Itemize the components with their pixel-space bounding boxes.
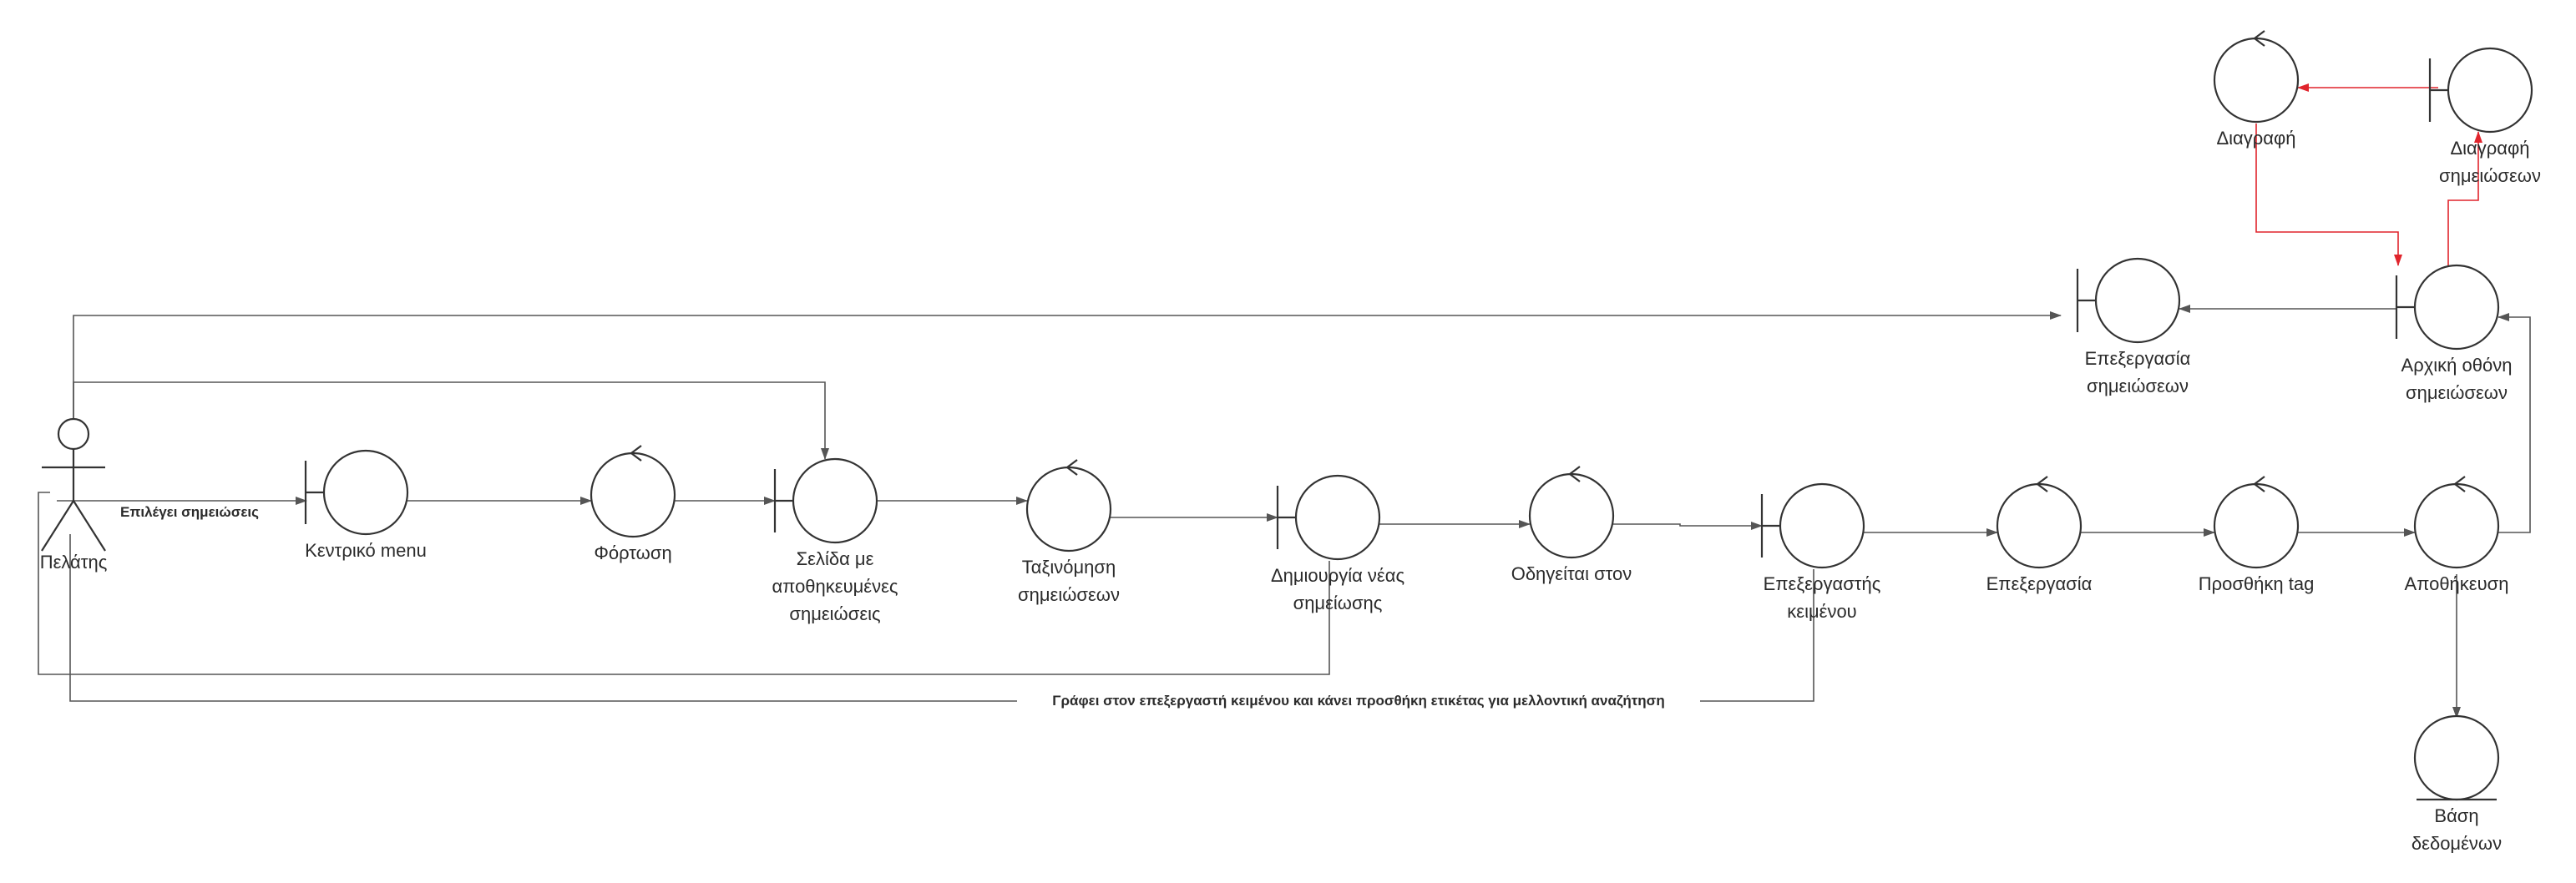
control-circle [1996, 482, 2083, 569]
edge-label-writes-in-editor: Γράφει στον επεξεργαστή κειμένου και κάν… [1052, 693, 1664, 709]
control-arrow [1065, 459, 1078, 476]
node-label: Επεξεργασία [1986, 573, 2093, 594]
control-arrow [2453, 476, 2466, 492]
node-label: Αρχική οθόνη [2401, 355, 2513, 376]
boundary-bar [304, 461, 324, 524]
node-label: δεδομένων [2412, 833, 2502, 854]
node-label: σημειώσεων [1018, 584, 1120, 605]
boundary-circle [1779, 482, 1865, 569]
node-database[interactable]: Βάση δεδομένων [2412, 714, 2502, 854]
edge-actor-to-edit-notes [73, 311, 2062, 419]
node-label: Κεντρικό menu [305, 540, 427, 561]
node-label: Επεξεργασία [2085, 348, 2191, 369]
node-sort-notes[interactable]: Ταξινόμηση σημειώσεων [1018, 459, 1120, 605]
node-label: Σελίδα με [797, 548, 874, 569]
node-notes-home[interactable]: Αρχική οθόνη σημειώσεων [2395, 264, 2513, 403]
control-circle [2213, 482, 2300, 569]
edge-labels: Επιλέγει σημειώσεις Γράφει στον επεξεργα… [110, 503, 1700, 710]
node-label: κειμένου [1787, 601, 1856, 622]
boundary-bar [2395, 275, 2415, 339]
boundary-circle [792, 457, 878, 544]
node-label: αποθηκευμένες [772, 576, 898, 597]
boundary-bar [773, 469, 793, 532]
edge-notes-home-to-delete-notes [2447, 131, 2482, 265]
actor-head [57, 417, 90, 451]
edge-label-bg [1017, 692, 1700, 710]
node-label: Φόρτωση [594, 542, 671, 563]
edge-actor-to-create-note [38, 492, 1330, 675]
boundary-bar [1276, 486, 1296, 549]
actor-label: Πελάτης [40, 552, 108, 573]
edge-label-bg [110, 503, 269, 522]
edge-actor-to-saved-notes [73, 381, 829, 460]
node-edit-notes[interactable]: Επεξεργασία σημειώσεων [2076, 257, 2191, 396]
boundary-bar [1760, 494, 1780, 558]
edge-guided-to-text-editor [1613, 522, 1763, 530]
boundary-circle [2094, 257, 2181, 344]
node-label: σημειώσεις [789, 603, 880, 624]
node-label: σημείωσης [1293, 593, 1383, 613]
node-delete[interactable]: Διαγραφή [2213, 30, 2300, 149]
control-arrow [2253, 476, 2265, 492]
node-label: Προσθήκη tag [2199, 573, 2315, 594]
node-label: Επεξεργαστής [1764, 573, 1881, 594]
node-label: Οδηγείται στον [1511, 563, 1632, 584]
node-label: σημειώσεων [2439, 165, 2541, 186]
boundary-circle [2413, 264, 2500, 351]
node-main-menu[interactable]: Κεντρικό menu [304, 449, 427, 561]
node-delete-notes[interactable]: Διαγραφή σημειώσεων [2428, 47, 2541, 186]
node-label: Ταξινόμηση [1022, 557, 1116, 578]
control-circle [1025, 466, 1112, 553]
control-circle [1528, 472, 1615, 559]
nodes: Κεντρικό menu Φόρτωση Σελίδα με αποθηκευμέν… [304, 30, 2541, 854]
boundary-bar [2428, 58, 2448, 122]
control-arrow [2036, 476, 2048, 492]
control-arrow [2253, 30, 2265, 47]
node-label: Διαγραφή [2216, 128, 2295, 149]
edge-delete-to-notes-home [2255, 124, 2402, 266]
control-circle [590, 452, 676, 538]
boundary-circle [322, 449, 409, 536]
node-saved-notes-page[interactable]: Σελίδα με αποθηκευμένες σημειώσεις [772, 457, 898, 624]
entity-circle [2413, 714, 2500, 801]
node-label: Αποθήκευση [2405, 573, 2509, 594]
node-guided-to[interactable]: Οδηγείται στον [1511, 466, 1632, 584]
boundary-circle [2447, 47, 2533, 134]
boundary-bar [2076, 269, 2096, 332]
node-create-note[interactable]: Δημιουργία νέας σημείωσης [1271, 474, 1404, 613]
control-arrow [1568, 466, 1581, 482]
control-circle [2213, 37, 2300, 124]
node-text-editor[interactable]: Επεξεργαστής κειμένου [1760, 482, 1881, 622]
node-label: Βάση [2434, 805, 2478, 826]
node-label: Δημιουργία νέας [1271, 565, 1404, 586]
node-label: Διαγραφή [2450, 138, 2529, 159]
control-circle [2413, 482, 2500, 569]
edges [38, 83, 2531, 719]
node-add-tag[interactable]: Προσθήκη tag [2199, 476, 2315, 594]
boundary-circle [1294, 474, 1381, 561]
edge-actor-to-text-editor [69, 534, 1814, 702]
control-arrow [630, 445, 642, 462]
actor-customer[interactable]: Πελάτης [40, 417, 108, 573]
edge-save-to-notes-home [2498, 313, 2531, 533]
node-label: σημειώσεων [2087, 376, 2189, 396]
node-label: σημειώσεων [2406, 382, 2508, 403]
node-editing[interactable]: Επεξεργασία [1986, 476, 2093, 594]
node-load[interactable]: Φόρτωση [590, 445, 676, 563]
actor-body [41, 449, 106, 552]
edge-label-selects-notes: Επιλέγει σημειώσεις [120, 504, 259, 520]
node-save[interactable]: Αποθήκευση [2405, 476, 2509, 594]
